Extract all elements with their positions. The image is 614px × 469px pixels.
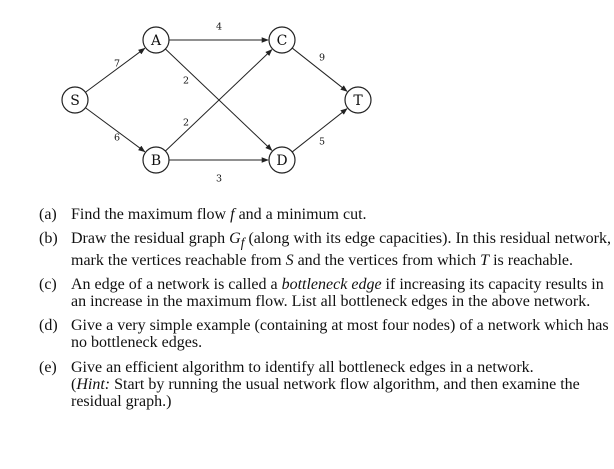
- problem-list: (a) Find the maximum flow f and a minimu…: [39, 206, 611, 417]
- text-run: is reachable.: [489, 251, 574, 269]
- edge-capacity-label: 2: [183, 76, 189, 87]
- edge-d-t: [291, 108, 348, 153]
- math-var: G: [229, 230, 241, 248]
- flow-network-diagram: 7 6 4 2 2 3 9 5 S A B C D T: [61, 22, 372, 185]
- edge-b-c: [165, 49, 273, 152]
- node-b: [142, 146, 170, 174]
- edge-capacity-label: 4: [216, 22, 222, 33]
- problem-text: Find the maximum flow f and a minimum cu…: [71, 206, 611, 223]
- node-s: [61, 86, 89, 114]
- math-var: f: [230, 206, 235, 223]
- problem-label: (d): [39, 317, 58, 335]
- problem-text: Give a very simple example (containing a…: [71, 317, 611, 351]
- text-run: Give an efficient algorithm to identify …: [71, 358, 534, 376]
- edge-capacity-label: 6: [114, 133, 120, 144]
- node-label: A: [150, 33, 162, 49]
- edge-capacity-label: 7: [114, 59, 120, 70]
- text-run: and a minimum cut.: [234, 206, 367, 223]
- node-label: T: [353, 93, 363, 109]
- text-run: Find the maximum flow: [71, 206, 231, 223]
- edge-s-b: [85, 107, 146, 153]
- problem-e: (e) Give an efficient algorithm to ident…: [39, 359, 611, 411]
- edge-capacity-label: 3: [216, 174, 222, 185]
- problem-label: (c): [39, 275, 57, 293]
- node-d: [268, 146, 296, 174]
- emphasis-term: bottleneck edge: [281, 275, 382, 293]
- node-a: [142, 26, 170, 54]
- text-run: and the vertices from which: [293, 251, 481, 269]
- problem-d: (d) Give a very simple example (containi…: [39, 317, 611, 351]
- node-t: [344, 86, 372, 114]
- problem-text: Give an efficient algorithm to identify …: [71, 358, 580, 411]
- text-run: Give a very simple example (containing a…: [71, 317, 609, 352]
- text-run: if increasing its capacity results in an…: [71, 275, 604, 310]
- problem-label: (e): [39, 358, 57, 376]
- node-label: B: [151, 153, 161, 169]
- problem-text: Draw the residual graph Gf (along with i…: [71, 230, 611, 269]
- problem-c: (c) An edge of a network is called a bot…: [39, 276, 611, 310]
- problem-label: (a): [39, 206, 57, 223]
- math-var: S: [285, 251, 294, 269]
- node-label: C: [277, 33, 288, 49]
- edge-capacity-label: 2: [183, 118, 189, 129]
- node-label: D: [276, 153, 287, 169]
- edge-s-a: [85, 47, 146, 93]
- node-label: S: [70, 93, 80, 109]
- text-run: Draw the residual graph: [71, 230, 230, 248]
- node-c: [268, 26, 296, 54]
- math-var: T: [480, 251, 490, 269]
- problem-b: (b) Draw the residual graph Gf (along wi…: [39, 230, 611, 269]
- problem-label: (b): [39, 230, 58, 248]
- problem-a: (a) Find the maximum flow f and a minimu…: [39, 206, 611, 223]
- text-run: Start by running the usual network flow …: [71, 375, 580, 411]
- problem-text: An edge of a network is called a bottlen…: [71, 276, 611, 310]
- edge-capacity-label: 5: [319, 137, 325, 148]
- hint-label: Hint:: [76, 375, 111, 393]
- edge-c-t: [291, 47, 348, 92]
- math-subscript: f: [240, 235, 245, 251]
- edge-capacity-label: 9: [319, 53, 325, 64]
- text-run: (along with its edge capacities). In thi…: [71, 230, 611, 269]
- text-run: An edge of a network is called a: [71, 275, 282, 293]
